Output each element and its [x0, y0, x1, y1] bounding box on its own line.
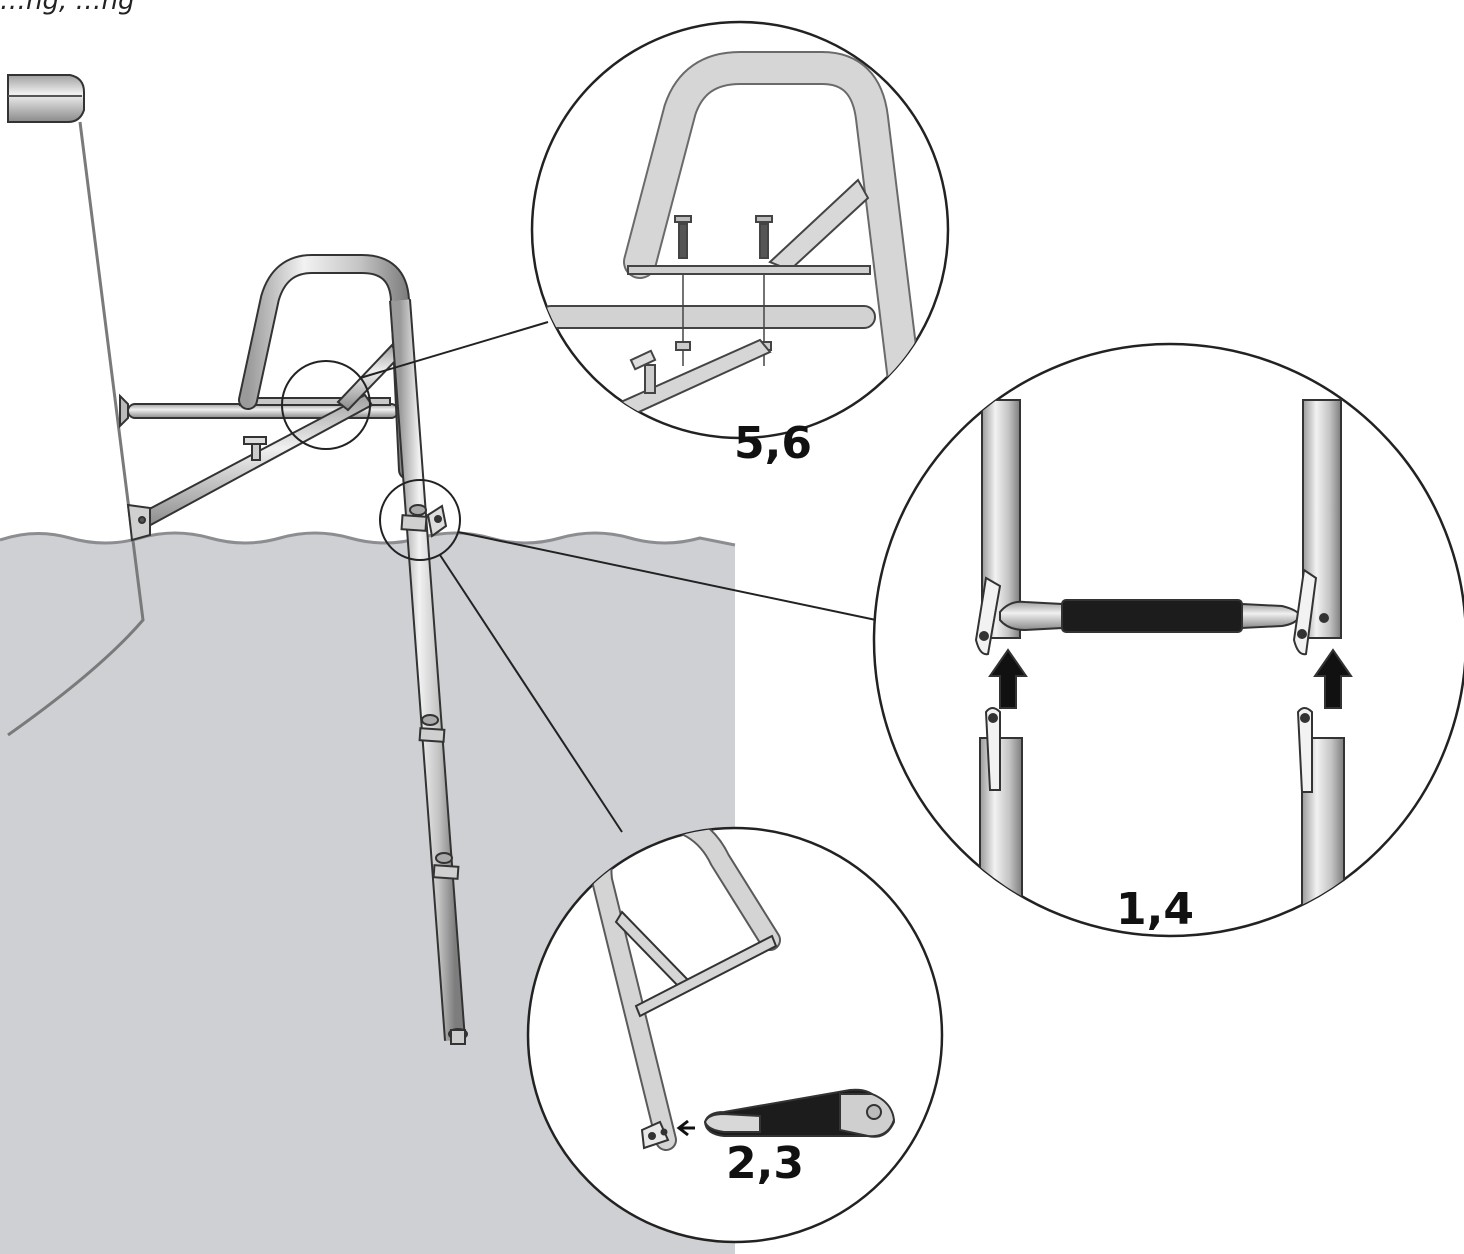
top-caption: …ng, …ng	[0, 0, 135, 16]
leader-top	[359, 321, 549, 379]
detail-circle-right: 1,4	[872, 342, 1464, 938]
boat-hull	[7, 74, 145, 737]
boarding-ladder	[119, 254, 468, 1045]
detail-circle-top: 5,6	[530, 20, 950, 469]
magnifier-joint	[379, 479, 461, 561]
water-surface-line	[0, 531, 736, 547]
leader-right	[457, 531, 877, 621]
magnifier-top	[281, 360, 371, 450]
callout-label-1-4: 1,4	[1116, 884, 1194, 935]
callout-label-5-6: 5,6	[734, 418, 812, 469]
leader-bottom	[439, 554, 623, 833]
callout-label-2-3: 2,3	[726, 1138, 804, 1189]
